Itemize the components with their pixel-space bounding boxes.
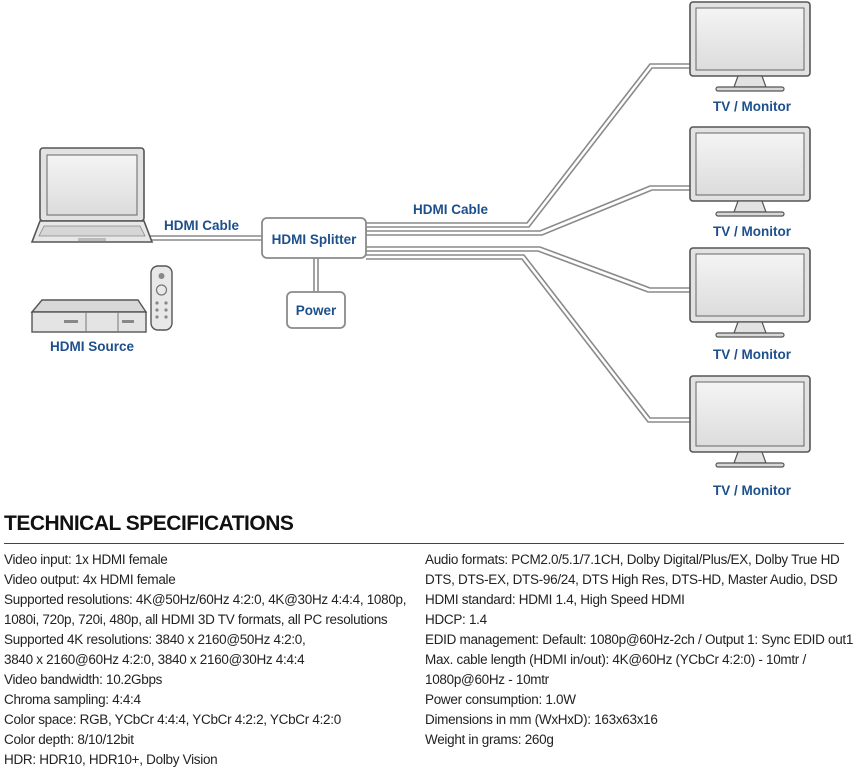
remote-control-icon [150, 265, 173, 331]
spec-line: Weight in grams: 260g [425, 732, 554, 747]
laptop-icon [30, 147, 154, 243]
specs-right-column: Audio formats: PCM2.0/5.1/7.1CH, Dolby D… [425, 550, 853, 750]
specs-title: TECHNICAL SPECIFICATIONS [4, 512, 294, 535]
spec-line: Color space: RGB, YCbCr 4:4:4, YCbCr 4:2… [4, 712, 341, 727]
spec-line: Audio formats: PCM2.0/5.1/7.1CH, Dolby D… [425, 552, 840, 567]
hdmi-splitter-box [261, 217, 367, 259]
output-cable-1 [366, 63, 694, 228]
specs-left-column: Video input: 1x HDMI female Video output… [4, 550, 407, 770]
monitor-icon-2 [689, 126, 811, 217]
hdmi-source-label: HDMI Source [50, 339, 135, 354]
monitor-icon-1 [689, 1, 811, 92]
hdmi-cable-label-out: HDMI Cable [413, 202, 489, 217]
spec-line: Chroma sampling: 4:4:4 [4, 692, 141, 707]
spec-line: Video input: 1x HDMI female [4, 552, 168, 567]
spec-line: HDMI standard: HDMI 1.4, High Speed HDMI [425, 592, 685, 607]
media-player-icon [30, 299, 148, 333]
spec-line: Power consumption: 1.0W [425, 692, 576, 707]
output-cable-2 [366, 185, 694, 236]
hdmi-cable-label-in: HDMI Cable [164, 218, 240, 233]
splitter-label: HDMI Splitter [272, 232, 357, 247]
spec-line: DTS, DTS-EX, DTS-96/24, DTS High Res, DT… [425, 572, 838, 587]
power-label: Power [296, 303, 337, 318]
spec-line: Supported resolutions: 4K@50Hz/60Hz 4:2:… [4, 592, 407, 607]
monitor-icon-3 [689, 247, 811, 338]
connection-diagram: HDMI Cable HDMI Cable HDMI Splitter Powe… [30, 1, 811, 498]
input-cable [150, 235, 262, 241]
spec-line: Supported 4K resolutions: 3840 x 2160@50… [4, 632, 306, 647]
spec-line: Video bandwidth: 10.2Gbps [4, 672, 163, 687]
monitor-label-4: TV / Monitor [713, 483, 792, 498]
output-cable-3 [366, 246, 694, 293]
power-box [286, 291, 346, 329]
spec-line: HDCP: 1.4 [425, 612, 487, 627]
spec-line: 1080i, 720p, 720i, 480p, all HDMI 3D TV … [4, 612, 388, 627]
power-cable [313, 256, 319, 292]
spec-line: Video output: 4x HDMI female [4, 572, 176, 587]
spec-line: 1080p@60Hz - 10mtr [425, 672, 549, 687]
spec-line: Color depth: 8/10/12bit [4, 732, 134, 747]
spec-line: Dimensions in mm (WxHxD): 163x63x16 [425, 712, 658, 727]
spec-line: 3840 x 2160@60Hz 4:2:0, 3840 x 2160@30Hz… [4, 652, 305, 667]
monitor-label-3: TV / Monitor [713, 347, 792, 362]
output-cable-4 [366, 254, 694, 423]
monitor-label-1: TV / Monitor [713, 99, 792, 114]
spec-line: HDR: HDR10, HDR10+, Dolby Vision [4, 752, 218, 767]
spec-line: EDID management: Default: 1080p@60Hz-2ch… [425, 632, 853, 647]
spec-line: Max. cable length (HDMI in/out): 4K@60Hz… [425, 652, 806, 667]
monitor-label-2: TV / Monitor [713, 224, 792, 239]
monitor-icon-4 [689, 375, 811, 468]
specs-divider [4, 543, 844, 544]
